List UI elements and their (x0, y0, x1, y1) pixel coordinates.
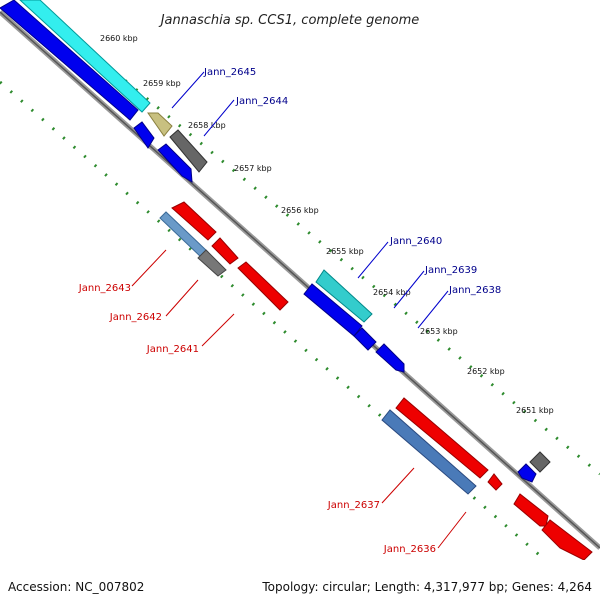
genome-backbone-core (0, 11, 600, 549)
gene-bar-blue[interactable] (0, 0, 139, 121)
accession-text: Accession: NC_007802 (8, 580, 145, 594)
gene-bar-blue[interactable] (157, 143, 193, 183)
gene-label-jann-2640[interactable]: Jann_2640 (389, 236, 442, 247)
tick-label: 2658 kbp (188, 121, 226, 130)
gene-label-jann-2637[interactable]: Jann_2637 (327, 500, 380, 511)
gene-bar-red[interactable] (541, 519, 593, 560)
gene-label-jann-2645[interactable]: Jann_2645 (203, 67, 256, 78)
gene-bar-blue[interactable] (353, 327, 377, 351)
gene-bar-blue[interactable] (517, 463, 537, 483)
gene-bar-red[interactable] (513, 493, 549, 527)
forward-strand-features (0, 0, 551, 483)
gene-label-jann-2641[interactable]: Jann_2641 (146, 344, 199, 355)
gene-bar-gray[interactable] (169, 129, 208, 173)
tick-label: 2652 kbp (467, 367, 505, 376)
forward-leader-lines (171, 71, 449, 329)
gene-bar-cyan[interactable] (19, 0, 151, 113)
tick-label: 2651 kbp (516, 406, 554, 415)
gene-label-jann-2638[interactable]: Jann_2638 (448, 285, 501, 296)
gene-bar-red[interactable] (395, 397, 489, 479)
gene-bar-steel[interactable] (381, 409, 477, 495)
gene-label-jann-2643[interactable]: Jann_2643 (78, 283, 131, 294)
gene-bar-red[interactable] (211, 237, 239, 265)
gene-bar-blue[interactable] (375, 343, 405, 373)
gene-bar-olive[interactable] (147, 112, 173, 137)
gene-bar-cyan[interactable] (315, 269, 373, 323)
tick-label: 2657 kbp (234, 164, 272, 173)
gene-label-jann-2644[interactable]: Jann_2644 (235, 96, 288, 107)
tick-label: 2654 kbp (373, 288, 411, 297)
gene-bar-red[interactable] (487, 473, 503, 491)
tick-label: 2653 kbp (420, 327, 458, 336)
gene-label-jann-2639[interactable]: Jann_2639 (424, 265, 477, 276)
gene-label-jann-2642[interactable]: Jann_2642 (109, 312, 162, 323)
tick-label: 2659 kbp (143, 79, 181, 88)
tick-label: 2655 kbp (326, 247, 364, 256)
tick-label: 2660 kbp (100, 34, 138, 43)
gene-bar-gray[interactable] (529, 451, 551, 473)
gene-bar-blue[interactable] (303, 283, 363, 337)
gene-bar-gray[interactable] (197, 249, 227, 277)
gene-label-jann-2636[interactable]: Jann_2636 (383, 544, 436, 555)
genome-map: Jannaschia sp. CCS1, complete genome 266… (0, 0, 600, 560)
gene-bar-red[interactable] (171, 201, 217, 241)
topology-text: Topology: circular; Length: 4,317,977 bp… (262, 580, 592, 594)
tick-label: 2656 kbp (281, 206, 319, 215)
reverse-strand-features (159, 201, 593, 560)
gene-bar-red[interactable] (237, 261, 289, 311)
reverse-leader-lines (131, 249, 467, 549)
gene-bar-blue[interactable] (133, 121, 155, 149)
genome-title: Jannaschia sp. CCS1, complete genome (158, 13, 420, 28)
